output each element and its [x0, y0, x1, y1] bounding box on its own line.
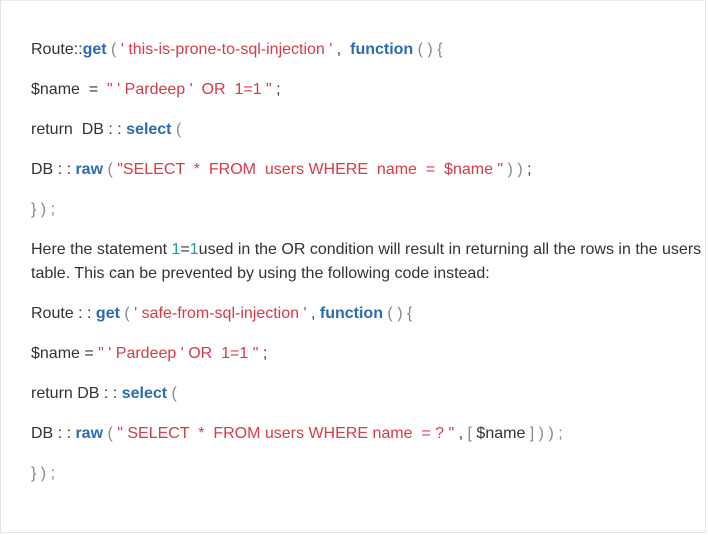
code-token: , — [332, 41, 351, 58]
code-line-route-get-unsafe: Route::get ( ' this-is-prone-to-sql-inje… — [31, 38, 443, 62]
code-line-route-get-safe: Route : : get ( ' safe-from-sql-injectio… — [31, 302, 412, 326]
code-keyword-raw: raw — [75, 425, 104, 442]
code-line-db-raw-safe: DB : : raw ( " SELECT * FROM users WHERE… — [31, 422, 563, 446]
paragraph-text: used in the OR condition will result in … — [31, 241, 702, 282]
code-line-name-assignment-unsafe: $name = " ' Pardeep ' OR 1=1 " ; — [31, 78, 281, 102]
code-string-route-name: ' this-is-prone-to-sql-injection ' — [120, 41, 333, 58]
code-token: ( ) { — [382, 305, 413, 322]
code-token: return DB : : — [31, 121, 127, 138]
code-keyword-get: get — [95, 305, 120, 322]
code-token: ( ) { — [413, 41, 443, 58]
code-line-closing-unsafe: } ) ; — [31, 198, 55, 222]
code-token: DB : : — [31, 425, 76, 442]
code-token: ( — [103, 161, 118, 178]
code-token: $name = — [31, 81, 108, 98]
code-line-return-select-safe: return DB : : select ( — [31, 382, 177, 406]
code-token: ( — [103, 425, 118, 442]
code-string-sql-query: " SELECT * FROM users WHERE name = ? " — [117, 425, 455, 442]
code-token: ( — [119, 305, 135, 322]
code-line-name-assignment-safe: $name = " ' Pardeep ' OR 1=1 " ; — [31, 342, 267, 366]
code-string-sql-query: "SELECT * FROM users WHERE name = $name … — [117, 161, 504, 178]
paragraph-text: Here the statement — [31, 241, 172, 258]
code-token: Route:: — [31, 41, 83, 58]
code-token: ( — [106, 41, 121, 58]
code-string-route-name: ' safe-from-sql-injection ' — [134, 305, 307, 322]
paragraph-number: 1 — [189, 241, 199, 258]
explanation-paragraph: Here the statement 1=1used in the OR con… — [31, 238, 705, 286]
code-token: ( — [167, 385, 177, 402]
code-string-name-value: " ' Pardeep ' OR 1=1 " — [98, 345, 259, 362]
code-line-db-raw-unsafe: DB : : raw ( "SELECT * FROM users WHERE … — [31, 158, 532, 182]
code-keyword-raw: raw — [75, 161, 104, 178]
code-token: ) ) — [503, 161, 528, 178]
code-token: ; — [258, 345, 268, 362]
code-keyword-function: function — [350, 41, 414, 58]
paragraph-text: = — [180, 241, 190, 258]
code-token: , — [306, 305, 320, 322]
code-token: , — [454, 425, 468, 442]
code-keyword-select: select — [121, 385, 168, 402]
code-token: $name = — [31, 345, 99, 362]
code-token: return DB : : — [31, 385, 122, 402]
code-token: [ — [467, 425, 477, 442]
code-variable-name: $name — [476, 425, 526, 442]
code-line-closing-safe: } ) ; — [31, 462, 55, 486]
code-token: Route : : — [31, 305, 96, 322]
code-token: ; — [271, 81, 281, 98]
code-token: } ) ; — [31, 201, 56, 218]
code-line-return-select-unsafe: return DB : : select ( — [31, 118, 181, 142]
code-token: } ) ; — [31, 465, 56, 482]
code-token: ; — [527, 161, 532, 178]
code-keyword-get: get — [82, 41, 107, 58]
code-token: ] ) ) ; — [525, 425, 563, 442]
code-keyword-select: select — [126, 121, 172, 138]
paragraph-number: 1 — [171, 241, 181, 258]
code-keyword-function: function — [319, 305, 383, 322]
code-string-name-value: " ' Pardeep ' OR 1=1 " — [107, 81, 272, 98]
code-token: DB : : — [31, 161, 76, 178]
code-token: ( — [171, 121, 182, 138]
